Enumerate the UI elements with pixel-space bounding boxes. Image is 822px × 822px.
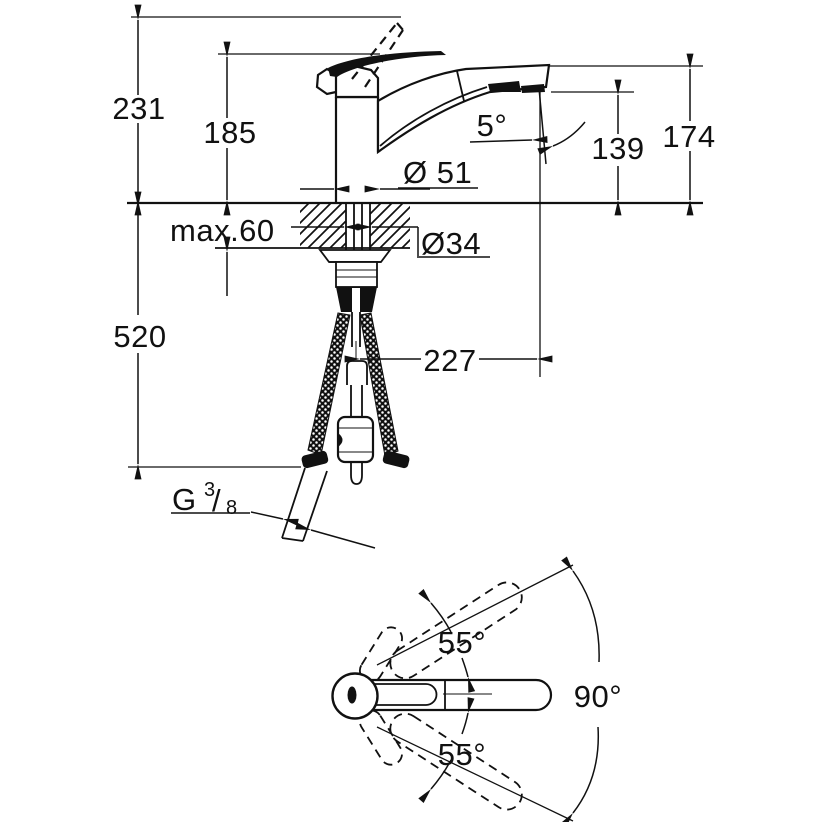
undercounter-assembly <box>281 203 410 542</box>
lever-top-view <box>361 683 438 706</box>
hose-crimp-right <box>382 450 410 469</box>
pullout-hose-mid <box>350 385 363 417</box>
dim-520-label: 520 <box>113 319 166 354</box>
spout-lower-contour <box>379 86 488 147</box>
stabilizer-flange <box>318 249 392 263</box>
swivel-limit-line-upper <box>376 564 574 666</box>
top-view: 90° 55° 55° <box>331 556 622 822</box>
dim-55up-label: 55° <box>438 625 486 660</box>
dim-90deg-arc-lower <box>560 726 600 822</box>
dim-227-label: 227 <box>423 343 476 378</box>
dim-d34-label: Ø34 <box>421 226 481 261</box>
dim-d34-leader <box>417 227 490 258</box>
hose-weight <box>336 415 375 464</box>
dim-90deg-label: 90° <box>574 679 622 714</box>
spout <box>376 63 551 155</box>
lever-raised-position-dashed <box>351 22 404 88</box>
dimensions: 231 185 174 139 5° Ø 51 max.60 <box>112 4 715 549</box>
dim-185-label: 185 <box>203 115 256 150</box>
dim-5deg-arc <box>537 121 586 155</box>
dim-g38-arrow-upper <box>250 511 299 526</box>
dim-g38: G 3 / 8 <box>171 479 376 549</box>
base-slot <box>347 686 357 704</box>
mounting-nut-ribs <box>336 269 377 278</box>
supply-hose-right <box>359 312 399 457</box>
mounting-nut <box>335 261 378 288</box>
connection-tube-g38 <box>281 467 328 542</box>
hose-weight-clip <box>338 433 343 447</box>
dim-55down-arc-outer <box>418 759 452 803</box>
dim-174-label: 174 <box>662 119 715 154</box>
spout-rotated-down-dashed <box>389 712 523 811</box>
dim-g38-arrow-lower <box>295 522 376 549</box>
dim-g38-numerator: 3 <box>204 479 216 501</box>
dim-55up-arc-inner <box>461 657 476 693</box>
dim-231-label: 231 <box>112 91 165 126</box>
side-view: 231 185 174 139 5° Ø 51 max.60 <box>112 4 715 549</box>
lever-handle <box>328 51 446 77</box>
dim-55down-label: 55° <box>438 737 486 772</box>
dim-g38-slash: / <box>212 483 221 518</box>
dim-55up-arc-outer <box>418 589 452 633</box>
dim-90deg-arc-upper <box>561 556 600 663</box>
pullout-hose-end <box>350 462 363 485</box>
pullout-hose-in-cone <box>352 288 360 312</box>
mounting-hole-edges <box>345 203 371 250</box>
dim-55down-arc-inner <box>461 697 475 735</box>
spout-rotated-up-dashed <box>389 581 523 680</box>
hose-weight-lines <box>338 427 373 453</box>
swivel-limit-line-lower <box>376 726 574 822</box>
dim-5deg-label: 5° <box>477 108 508 143</box>
dim-139-label: 139 <box>591 131 644 166</box>
dim-d51-label: Ø 51 <box>403 155 472 190</box>
dim-g38-denominator: 8 <box>226 497 238 519</box>
dim-5deg-leader <box>469 136 548 144</box>
spout-joint-line <box>456 70 465 102</box>
dim-g38-g: G <box>172 482 197 517</box>
faucet-body-column <box>334 95 380 203</box>
dim-max60-label: max.60 <box>170 213 275 248</box>
shank-inner-tube <box>353 203 363 250</box>
spray-head-underside <box>488 81 521 92</box>
hose-crimp-left <box>301 450 329 469</box>
pullout-hose-coupling <box>346 360 368 385</box>
faucet-side <box>315 22 551 203</box>
